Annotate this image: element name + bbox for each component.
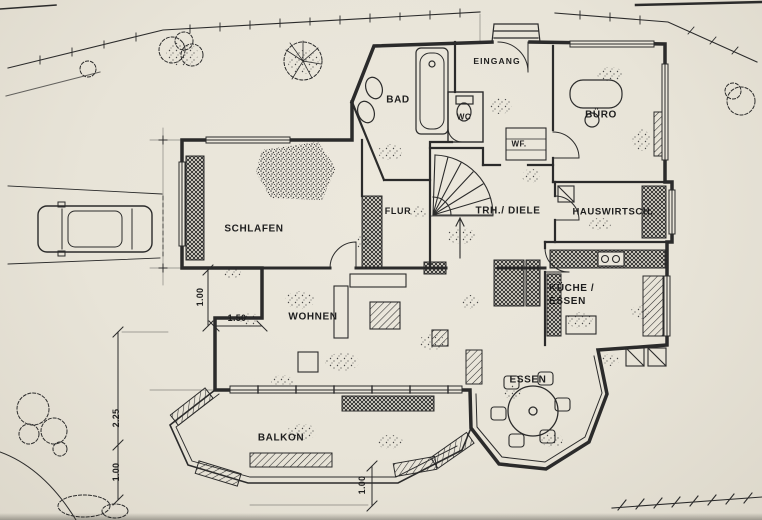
bath-fixtures: [356, 47, 474, 135]
tree-icon: [724, 82, 756, 116]
balcony-railing: [169, 387, 475, 487]
dimension-label-bottom: 1.00: [357, 475, 367, 495]
dining-table-icon: [490, 371, 571, 448]
closet: [505, 127, 547, 161]
dimension-lines: [112, 135, 378, 512]
stairs-icon: [429, 154, 494, 259]
doors: [329, 41, 580, 273]
room-label-trh-diele: TRH./ DIELE: [475, 205, 541, 217]
dimension-label-left-upper: 2.25: [111, 408, 121, 428]
kitchen-fixtures: [557, 185, 667, 367]
windows: [178, 40, 676, 463]
interior-walls: [260, 40, 669, 347]
room-label-balkon: BALKON: [257, 432, 305, 444]
room-label-eingang: EINGANG: [473, 56, 521, 66]
dimension-label-left-lower: 1.00: [111, 462, 121, 482]
dimension-label-inner-vertical: 1.00: [195, 287, 205, 307]
room-label-kueche-line2: ESSEN: [549, 296, 586, 307]
living-furniture: [297, 273, 449, 373]
room-label-schlafen: SCHLAFEN: [224, 223, 284, 235]
room-label-hauswirtsch: HAUSWIRTSCH.: [572, 206, 654, 218]
bush-icon: [79, 60, 97, 78]
room-label-buero: BÜRO: [585, 109, 617, 121]
room-label-flur: FLUR: [384, 206, 412, 216]
bush-icon: [16, 392, 68, 457]
masonry-hatch: [185, 111, 667, 412]
room-label-wc: WC: [456, 112, 472, 122]
car-icon: [37, 201, 153, 257]
dimension-label-inner-horizontal: 1.50: [227, 313, 247, 323]
scan-artifacts: [0, 0, 762, 10]
office-furniture: [569, 79, 623, 128]
bush-icon: [57, 494, 129, 519]
room-label-bad: BAD: [386, 94, 410, 106]
site-boundary: [5, 8, 758, 97]
room-label-kueche-essen: KÜCHE / ESSEN: [549, 282, 594, 308]
construction-lines: [121, 13, 481, 506]
fence: [611, 492, 762, 511]
room-label-essen: ESSEN: [509, 374, 547, 386]
room-label-wohnen: WOHNEN: [288, 311, 338, 323]
room-label-wf: WF.: [511, 139, 527, 149]
entrance-steps: [491, 23, 541, 43]
room-label-kueche-line1: KÜCHE /: [549, 283, 595, 294]
driveway: [0, 185, 164, 520]
